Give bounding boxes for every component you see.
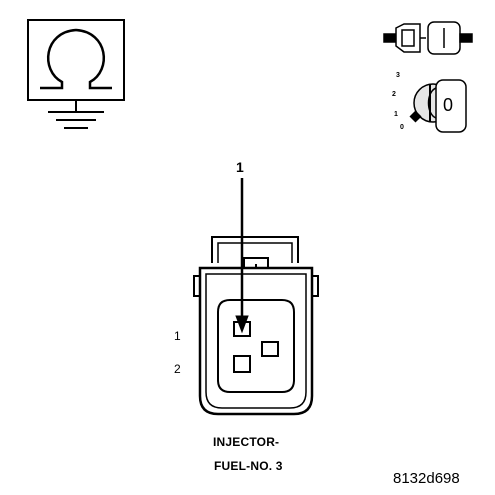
cavity-extra [261, 341, 279, 357]
ignition-position-2: 2 [392, 91, 396, 98]
connector-face [193, 236, 319, 416]
ignition-key-off-icon [409, 79, 467, 133]
ignition-position-1: 1 [394, 111, 398, 118]
caption-line-2: FUEL-NO. 3 [214, 459, 283, 473]
key-display-text: 0 [443, 95, 454, 115]
ohmmeter-icon [27, 19, 125, 129]
figure-id: 8132d698 [393, 470, 460, 487]
ignition-position-3: 3 [396, 72, 400, 79]
ignition-position-0: 0 [400, 124, 404, 131]
callout-arrow [235, 178, 249, 334]
callout-label: 1 [236, 159, 244, 175]
cavity-2 [233, 355, 251, 373]
pin-label-1: 1 [174, 329, 181, 343]
disconnected-connector-icon [383, 21, 473, 55]
pin-label-2: 2 [174, 362, 181, 376]
caption-line-1: INJECTOR- [213, 435, 280, 449]
